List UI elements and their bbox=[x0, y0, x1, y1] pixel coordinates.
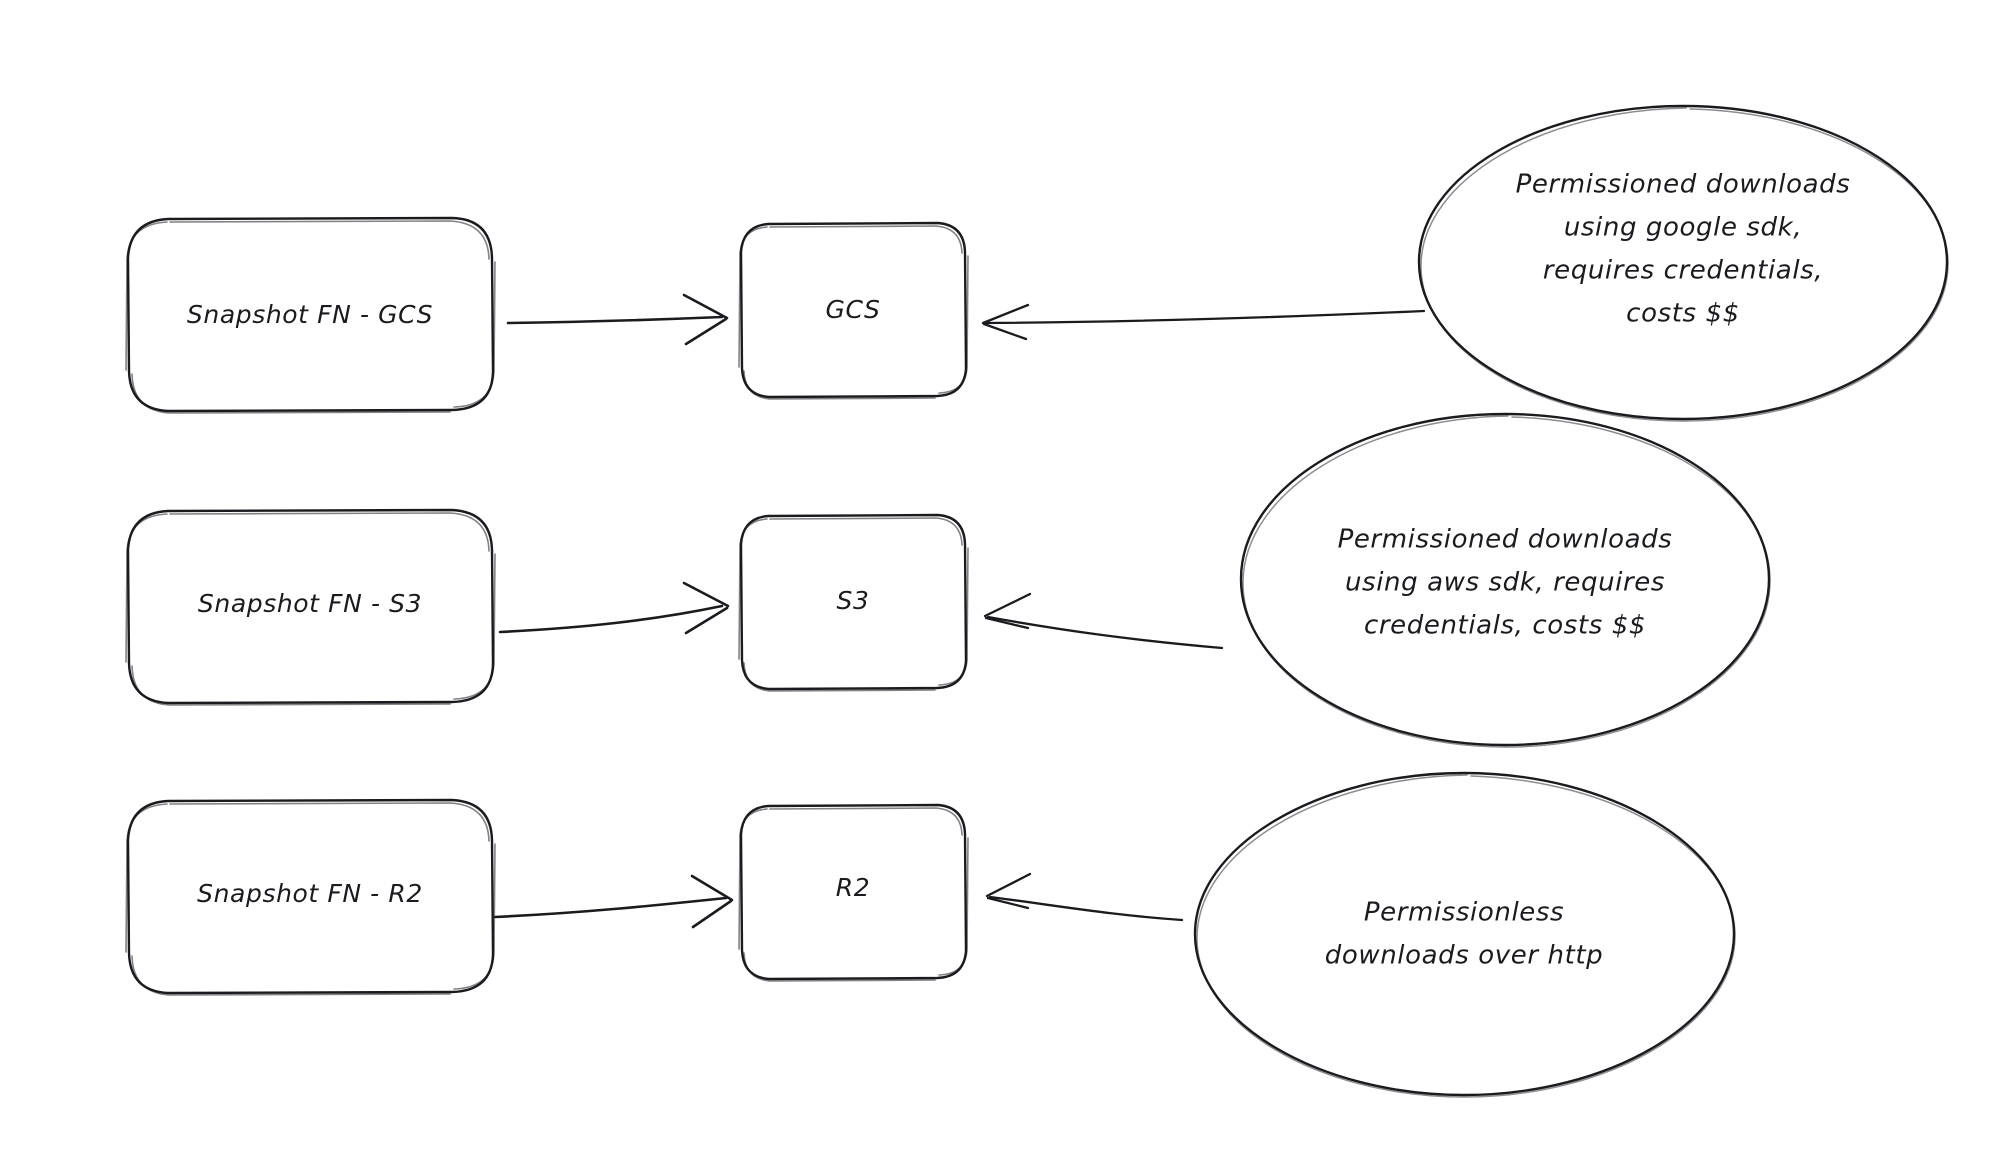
note-gcs-line-2: using google sdk, bbox=[1564, 213, 1802, 243]
note-gcs-line-1: Permissioned downloads bbox=[1516, 170, 1851, 200]
note-gcs-line-4: costs $$ bbox=[1626, 299, 1740, 329]
node-label-r2: R2 bbox=[836, 873, 870, 902]
note-s3[interactable]: Permissioned downloads using aws sdk, re… bbox=[1239, 412, 1771, 748]
note-r2-line-1: Permissionless bbox=[1364, 898, 1564, 928]
note-r2-line-2: downloads over http bbox=[1325, 941, 1604, 971]
node-snapshot-fn-r2[interactable]: Snapshot FN - R2 bbox=[125, 798, 496, 996]
node-snapshot-fn-gcs[interactable]: Snapshot FN - GCS bbox=[125, 216, 496, 414]
edge-snapshot-fn-s3-to-s3[interactable] bbox=[498, 581, 730, 635]
note-s3-line-3: credentials, costs $$ bbox=[1364, 611, 1646, 641]
note-s3-line-1: Permissioned downloads bbox=[1338, 525, 1673, 555]
edge-note-s3-to-s3[interactable] bbox=[983, 592, 1224, 650]
node-r2[interactable]: R2 bbox=[738, 803, 969, 982]
edge-note-gcs-to-gcs[interactable] bbox=[981, 303, 1426, 341]
note-s3-line-2: using aws sdk, requires bbox=[1345, 568, 1665, 598]
node-gcs[interactable]: GCS bbox=[738, 221, 969, 400]
node-snapshot-fn-s3[interactable]: Snapshot FN - S3 bbox=[125, 508, 496, 706]
node-label-snapshot-fn-r2: Snapshot FN - R2 bbox=[197, 879, 423, 908]
node-label-snapshot-fn-gcs: Snapshot FN - GCS bbox=[187, 300, 433, 329]
node-label-snapshot-fn-s3: Snapshot FN - S3 bbox=[198, 589, 422, 618]
edge-snapshot-fn-r2-to-r2[interactable] bbox=[493, 874, 734, 929]
node-label-gcs: GCS bbox=[826, 295, 881, 324]
note-gcs[interactable]: Permissioned downloads using google sdk,… bbox=[1417, 104, 1949, 422]
note-r2[interactable]: Permissionless downloads over http bbox=[1193, 771, 1736, 1098]
edge-snapshot-fn-gcs-to-gcs[interactable] bbox=[506, 293, 729, 346]
node-label-s3: S3 bbox=[837, 586, 870, 615]
edge-note-r2-to-r2[interactable] bbox=[985, 872, 1184, 922]
node-s3[interactable]: S3 bbox=[738, 513, 969, 692]
note-gcs-line-3: requires credentials, bbox=[1543, 256, 1823, 286]
